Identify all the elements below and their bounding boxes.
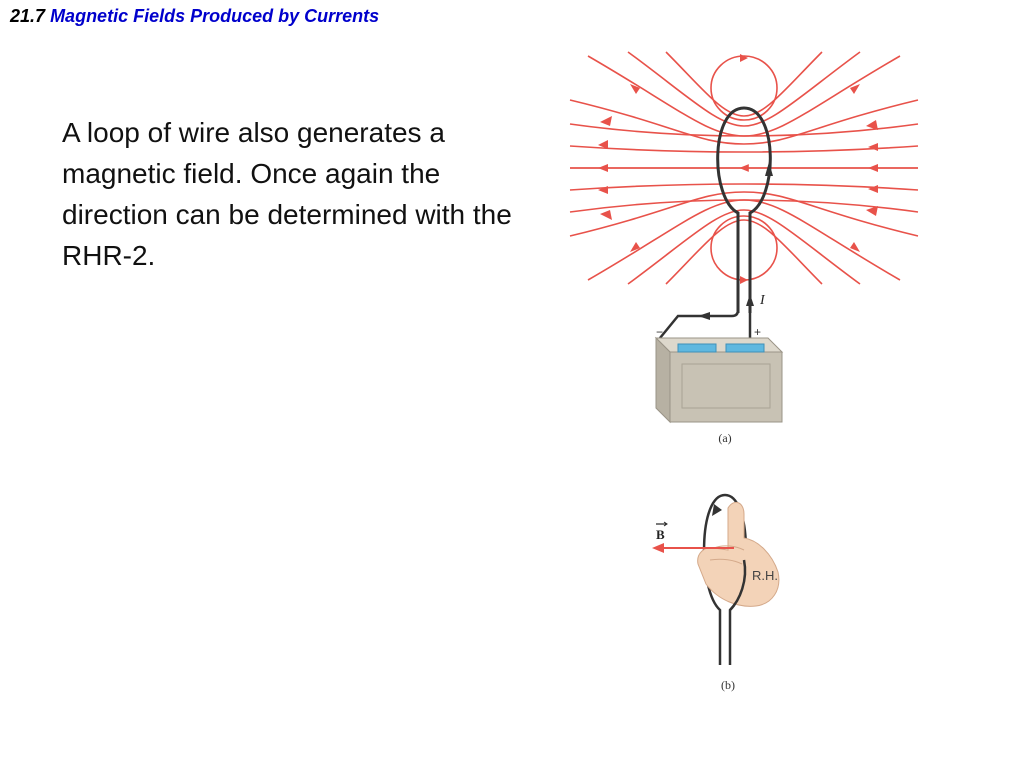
right-hand-icon bbox=[697, 501, 780, 607]
loop-arrow bbox=[712, 504, 722, 516]
loop-current-arrow bbox=[765, 162, 773, 176]
section-title: Magnetic Fields Produced by Currents bbox=[50, 6, 380, 26]
body-paragraph: A loop of wire also generates a magnetic… bbox=[62, 117, 512, 271]
b-field-label: B bbox=[656, 527, 665, 542]
figure-b-caption: (b) bbox=[721, 678, 735, 692]
minus-label: − bbox=[656, 325, 663, 339]
loop-front bbox=[729, 559, 747, 611]
right-hand-rule-figure: B R.H. (b) bbox=[652, 493, 780, 692]
plus-label: + bbox=[754, 325, 761, 339]
battery-leads bbox=[659, 213, 752, 339]
field-arrows bbox=[598, 54, 878, 284]
figure-a-caption: (a) bbox=[718, 431, 731, 445]
slide-heading: 21.7 Magnetic Fields Produced by Current… bbox=[10, 6, 379, 27]
b-vector-arrowhead bbox=[663, 521, 668, 527]
battery-icon bbox=[654, 336, 784, 424]
loop-field-figure: I − + (a) bbox=[569, 51, 919, 445]
field-lines bbox=[569, 51, 919, 285]
b-field-arrow bbox=[652, 543, 734, 553]
current-label: I bbox=[759, 293, 766, 308]
wire-loop bbox=[716, 106, 772, 313]
right-hand-label: R.H. bbox=[752, 568, 778, 583]
lead-arrow-up bbox=[746, 294, 754, 306]
section-number: 21.7 bbox=[10, 6, 46, 26]
lead-arrow-left bbox=[698, 312, 710, 320]
